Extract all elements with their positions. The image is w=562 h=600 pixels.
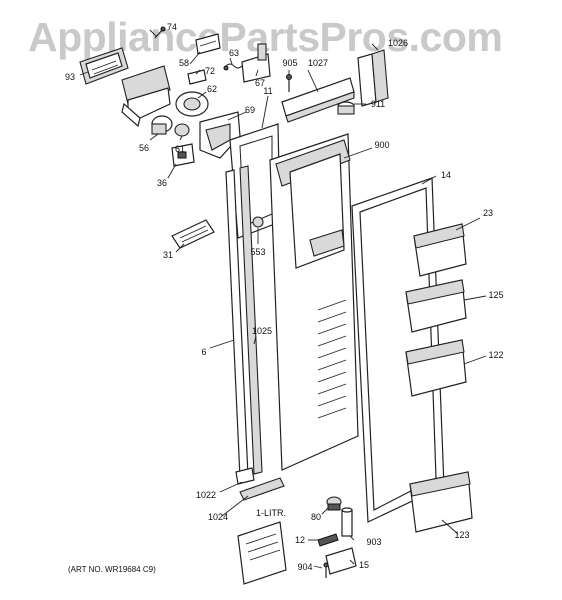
bracket-12[interactable] bbox=[317, 533, 339, 547]
ice-chute-housing[interactable] bbox=[121, 65, 171, 128]
callout-904: 904 bbox=[297, 562, 312, 572]
callout-23: 23 bbox=[483, 208, 493, 218]
callout-14: 14 bbox=[441, 170, 451, 180]
callout-69: 69 bbox=[245, 105, 255, 115]
motor-56[interactable] bbox=[151, 115, 173, 135]
callout-1027: 1027 bbox=[308, 58, 328, 68]
callout-1022: 1022 bbox=[196, 490, 216, 500]
callout-36: 36 bbox=[157, 178, 167, 188]
callout-553: 553 bbox=[250, 247, 265, 257]
door-outer-900[interactable] bbox=[269, 133, 359, 471]
callout-11: 11 bbox=[263, 86, 272, 96]
door-bin-23[interactable] bbox=[413, 223, 467, 277]
literature-pack[interactable] bbox=[237, 521, 287, 585]
callout-74: 74 bbox=[167, 22, 177, 32]
door-shelf-rails bbox=[317, 299, 347, 419]
door-bin-125[interactable] bbox=[405, 279, 467, 333]
callout-6: 6 bbox=[201, 347, 206, 357]
cap-911[interactable] bbox=[337, 101, 355, 115]
top-cap-1027[interactable] bbox=[281, 77, 355, 123]
callout-62: 62 bbox=[207, 84, 217, 94]
callout-125: 125 bbox=[488, 290, 503, 300]
solenoid-61[interactable] bbox=[174, 123, 190, 137]
callout-122: 122 bbox=[488, 350, 503, 360]
callout-12: 12 bbox=[295, 535, 305, 545]
callout-905: 905 bbox=[282, 58, 297, 68]
literature-label: 1-LITR. bbox=[256, 508, 286, 518]
switch-36[interactable] bbox=[171, 143, 195, 167]
leader-lines bbox=[79, 29, 487, 569]
screw-904[interactable] bbox=[323, 562, 329, 578]
hinge-67[interactable] bbox=[241, 43, 271, 83]
callout-1025: 1025 bbox=[252, 326, 272, 336]
bracket-58[interactable] bbox=[195, 33, 221, 55]
callout-58: 58 bbox=[179, 58, 189, 68]
art-number: (ART NO. WR19684 C9) bbox=[68, 565, 156, 574]
hinge-bracket-1026[interactable] bbox=[357, 49, 389, 107]
screw-74[interactable] bbox=[154, 26, 166, 39]
bottom-hinge-1022[interactable] bbox=[235, 467, 255, 485]
trim-strip-1025[interactable] bbox=[239, 165, 263, 475]
callout-911: 911 bbox=[371, 99, 385, 109]
spacer-15[interactable] bbox=[325, 547, 357, 575]
tube-903[interactable] bbox=[341, 507, 353, 537]
actuator-62[interactable] bbox=[175, 91, 209, 117]
plug-553[interactable] bbox=[252, 216, 264, 228]
dispenser-control-board[interactable] bbox=[79, 47, 129, 85]
grille-31[interactable] bbox=[171, 219, 215, 249]
callout-93: 93 bbox=[65, 72, 75, 82]
door-bin-122[interactable] bbox=[405, 339, 467, 397]
callout-903: 903 bbox=[366, 537, 381, 547]
callout-80: 80 bbox=[311, 512, 321, 522]
kick-plate-1024[interactable] bbox=[239, 477, 285, 501]
door-bin-123[interactable] bbox=[409, 471, 473, 533]
callout-61: 61 bbox=[175, 144, 185, 154]
callout-1024: 1024 bbox=[208, 512, 228, 522]
callout-1026: 1026 bbox=[388, 38, 408, 48]
clip-72[interactable] bbox=[187, 69, 207, 85]
callout-15: 15 bbox=[359, 560, 369, 570]
callout-56: 56 bbox=[139, 143, 149, 153]
screw-905[interactable] bbox=[286, 74, 292, 93]
callout-72: 72 bbox=[205, 66, 215, 76]
callout-67: 67 bbox=[255, 78, 265, 88]
callout-900: 900 bbox=[374, 140, 389, 150]
fitting-80[interactable] bbox=[326, 496, 342, 511]
callout-123: 123 bbox=[454, 530, 469, 540]
callout-63: 63 bbox=[229, 48, 239, 58]
callout-31: 31 bbox=[163, 250, 173, 260]
